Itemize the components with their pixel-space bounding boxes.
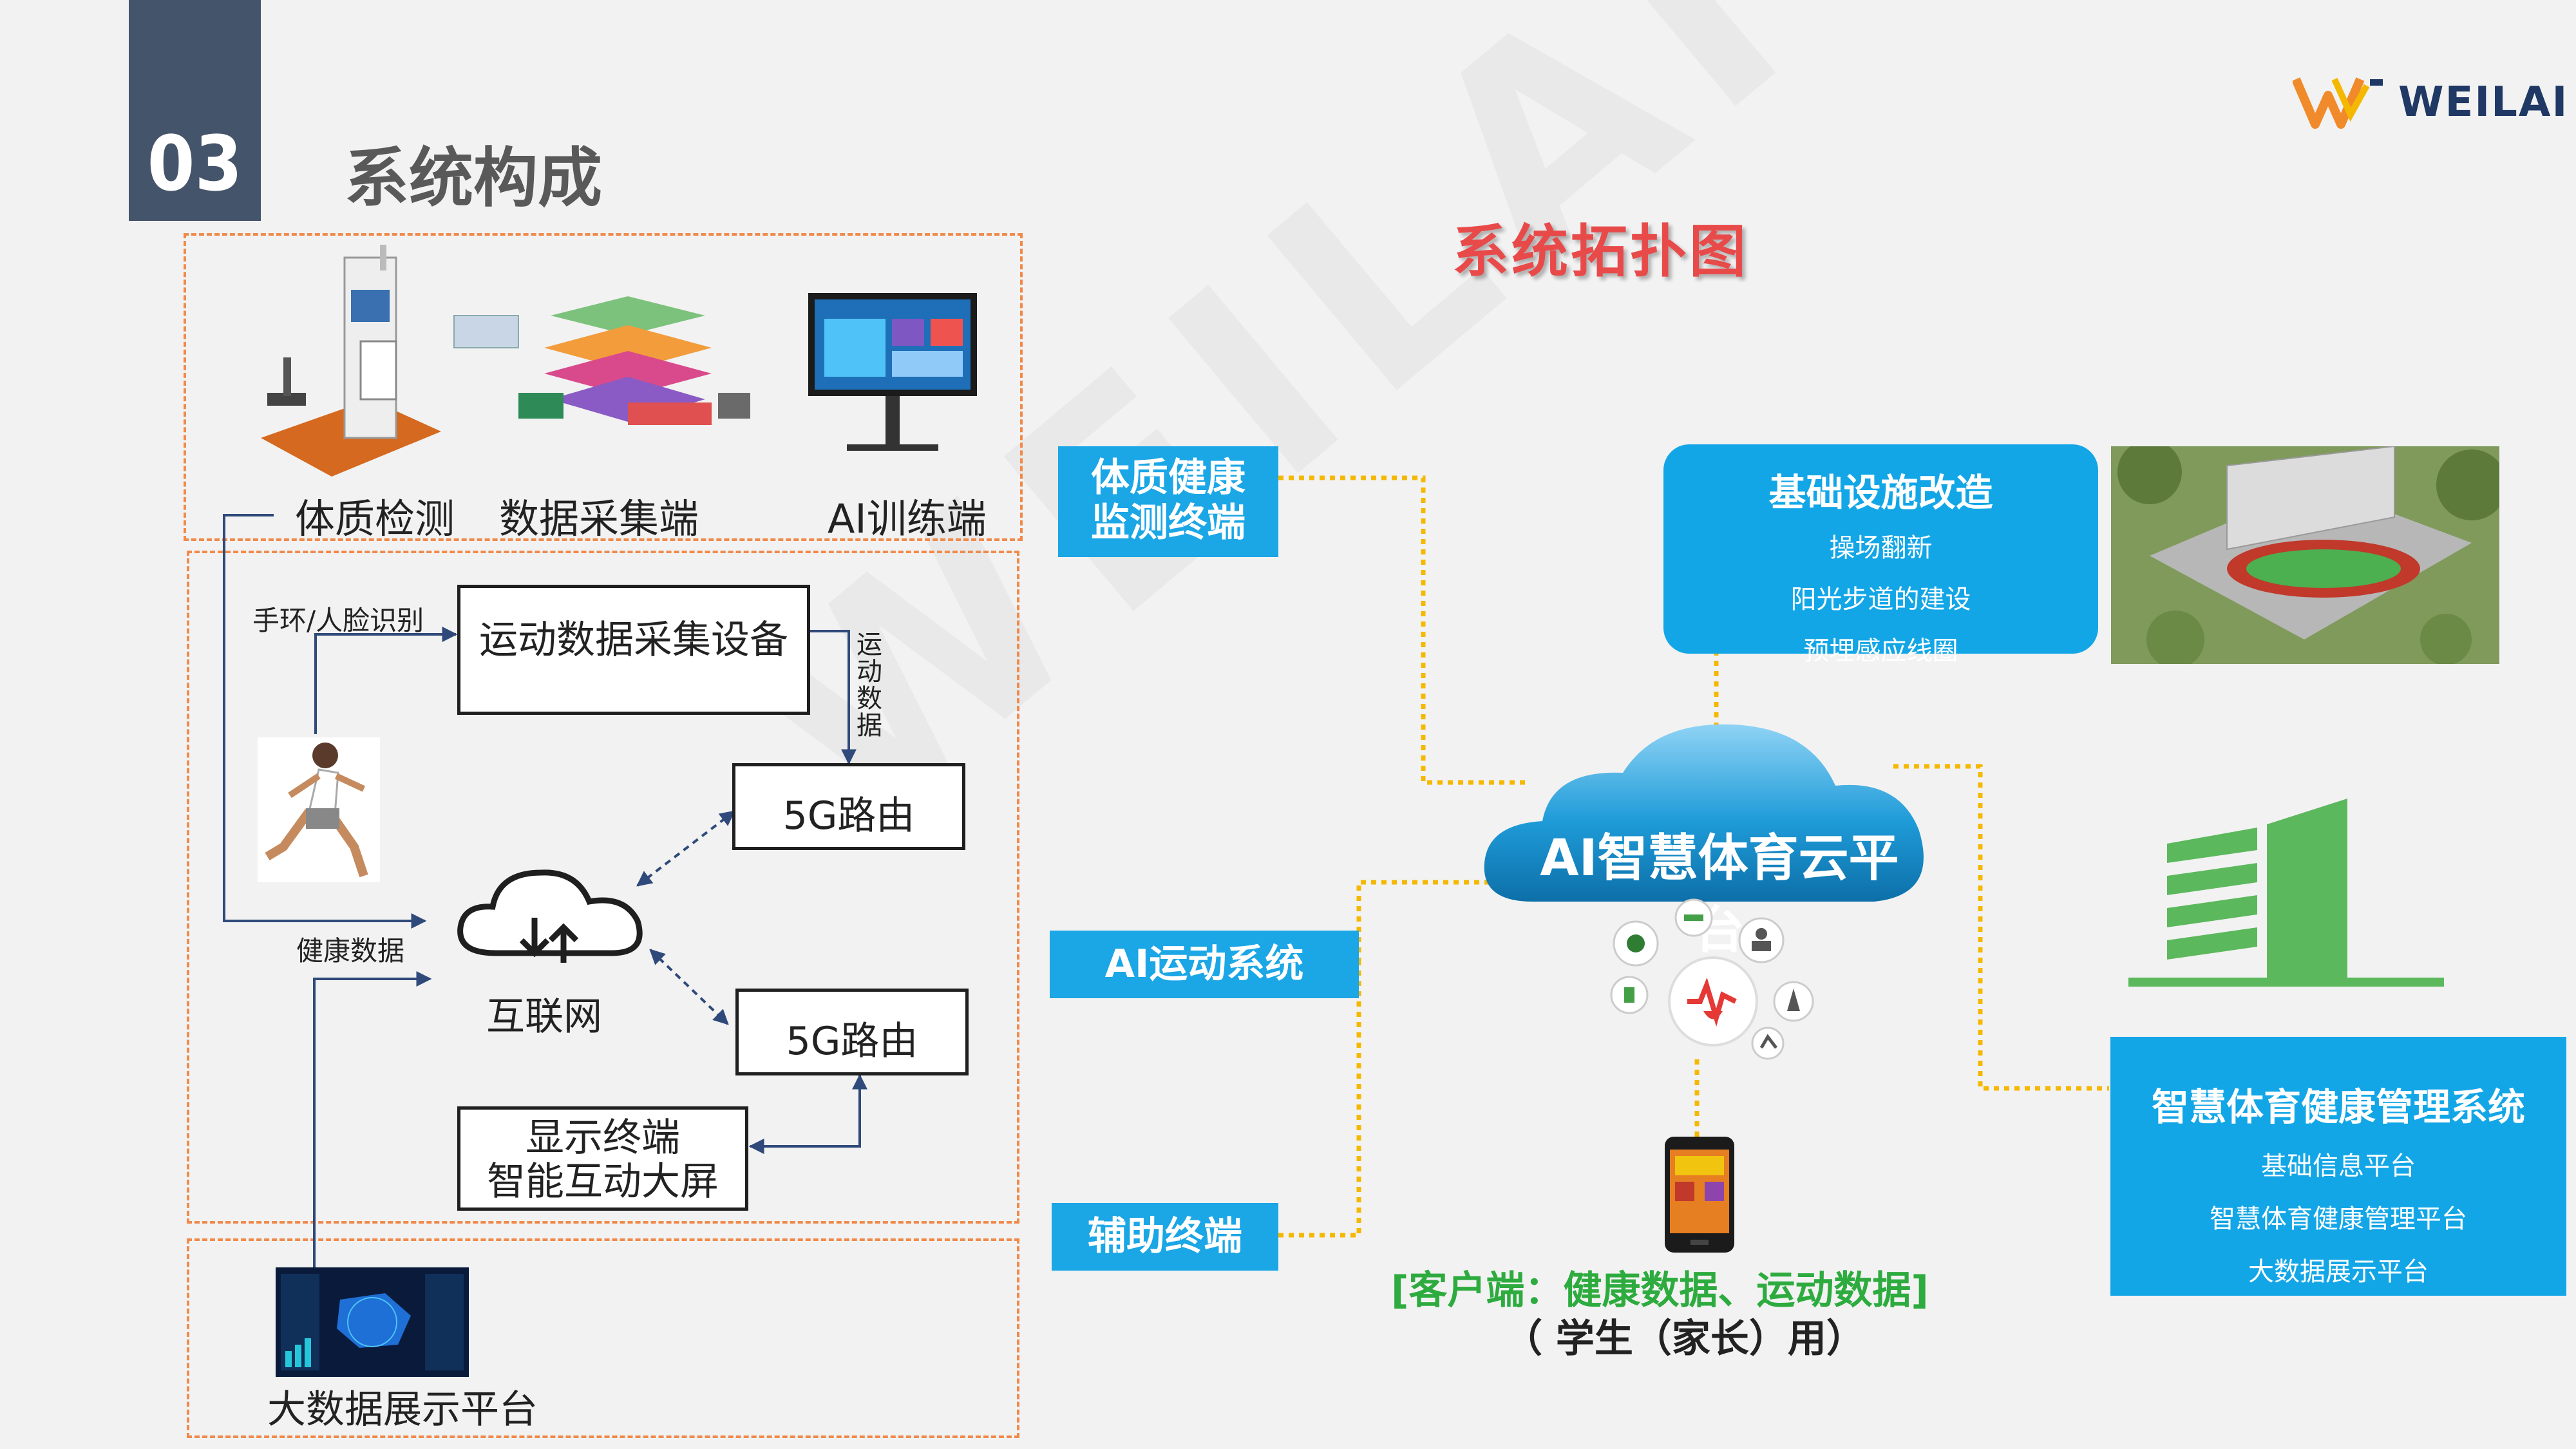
campus-rendering-image: [2111, 440, 2507, 668]
section-number-badge: 03: [129, 0, 261, 221]
management-title: 智慧体育健康管理系统: [2151, 1085, 2525, 1129]
cloud-title: AI智慧体育云平台: [1540, 829, 1899, 960]
bigdata-box: [187, 1238, 1019, 1438]
fitness-terminal-line2: 监测终端: [1091, 500, 1245, 545]
internet-label: 互联网: [486, 994, 602, 1039]
collector-box: 运动数据采集设备: [457, 585, 810, 715]
collector-box-label: 运动数据采集设备: [479, 618, 788, 663]
motion-data-label: 运动数据: [857, 630, 882, 741]
infrastructure-title: 基础设施改造: [1768, 471, 1993, 515]
display-terminal-line1: 显示终端: [526, 1115, 680, 1160]
router-bottom-label: 5G路由: [786, 1019, 918, 1064]
management-item: 大数据展示平台: [2248, 1257, 2429, 1287]
infrastructure-card: 基础设施改造 操场翻新 阳光步道的建设 预埋感应线圈: [1663, 444, 2098, 666]
device-label-data-collection: 数据采集端: [499, 495, 699, 542]
device-label-fitness-test: 体质检测: [295, 495, 455, 542]
ai-sports-label: AI运动系统: [1050, 931, 1359, 998]
router-bottom-box: 5G路由: [735, 989, 969, 1075]
management-item: 智慧体育健康管理平台: [2210, 1204, 2467, 1234]
fitness-terminal-line1: 体质健康: [1091, 455, 1245, 500]
infrastructure-item: 阳光步道的建设: [1790, 585, 1971, 614]
runner-image: [258, 737, 380, 882]
aux-terminal-label: 辅助终端: [1052, 1203, 1278, 1271]
client-line1: [客户端：健康数据、运动数据]: [1391, 1268, 1929, 1313]
router-top-box: 5G路由: [732, 763, 965, 850]
infrastructure-item: 预埋感应线圈: [1803, 636, 1958, 666]
infrastructure-item: 操场翻新: [1829, 533, 1933, 563]
display-terminal-line2: 智能互动大屏: [487, 1159, 719, 1204]
client-line2: （ 学生（家长）用）: [1504, 1316, 1865, 1361]
bigdata-platform-label: 大数据展示平台: [267, 1387, 538, 1432]
device-label-ai-training: AI训练端: [828, 495, 987, 542]
management-item: 基础信息平台: [2261, 1151, 2416, 1181]
building-icon: [2128, 799, 2444, 992]
brand-name: WEILAI: [2398, 79, 2569, 126]
topology-title: 系统拓扑图: [1452, 218, 1749, 285]
brand-logo: [2291, 70, 2396, 134]
management-card: 智慧体育健康管理系统 基础信息平台 智慧体育健康管理平台 大数据展示平台: [2110, 1037, 2566, 1296]
internet-cloud-icon: [451, 857, 657, 972]
bigdata-screen-image: [276, 1267, 469, 1377]
devices-box: [184, 233, 1023, 541]
ai-training-screen-image: [808, 293, 977, 464]
display-terminal-box: 显示终端 智能互动大屏: [457, 1106, 748, 1211]
phone-image: [1652, 1137, 1747, 1253]
fitness-test-machine-image: [254, 245, 441, 486]
logo-mark-icon: [2291, 77, 2383, 129]
app-icons-cluster: [1597, 898, 1829, 1066]
wristband-label: 手环/人脸识别: [252, 605, 424, 636]
fitness-terminal-label: 体质健康 监测终端: [1058, 446, 1278, 557]
ai-cloud-platform: AI智慧体育云平台: [1475, 708, 1945, 960]
data-collection-image: [448, 290, 760, 448]
page-title: 系统构成: [345, 140, 602, 216]
network-box: [187, 551, 1019, 1224]
router-top-label: 5G路由: [782, 793, 915, 838]
health-data-label: 健康数据: [296, 935, 405, 967]
section-number: 03: [147, 119, 243, 208]
